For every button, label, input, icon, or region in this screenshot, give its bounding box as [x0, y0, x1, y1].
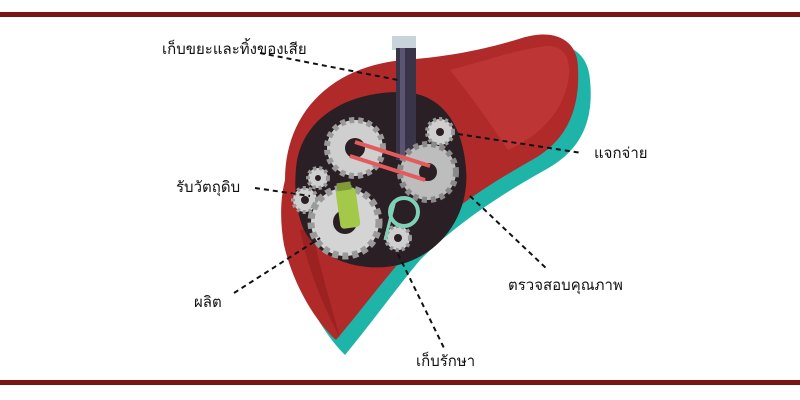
- label-inspect-quality: ตรวจสอบคุณภาพ: [508, 276, 623, 294]
- label-collect-waste: เก็บขยะและทิ้งของเสีย: [162, 40, 307, 58]
- liver-highlight: [450, 46, 570, 150]
- green-belt: [383, 199, 397, 241]
- leader-lines: [233, 52, 583, 349]
- leader-receive: [254, 187, 311, 197]
- gear-top-right: [425, 117, 455, 147]
- gear-left-small: [306, 166, 330, 190]
- label-produce: ผลิต: [194, 293, 222, 311]
- waste-pipe: [396, 48, 416, 160]
- label-store: เก็บรักษา: [416, 352, 476, 370]
- gear-green-ring: [388, 196, 420, 228]
- leader-produce: [233, 237, 321, 294]
- leader-collect: [259, 52, 399, 81]
- red-belt-top: [354, 140, 431, 168]
- label-distribute: แจกจ่าย: [594, 144, 648, 162]
- label-receive-materials: รับวัตถุดิบ: [176, 178, 241, 196]
- top-frame-rule: [0, 12, 800, 17]
- bottom-frame-rule: [0, 380, 800, 385]
- leader-distribute: [457, 133, 583, 154]
- red-belt-bottom: [349, 154, 426, 182]
- liver-lobe-shade: [300, 228, 340, 338]
- piston: [335, 187, 361, 229]
- gear-left-mid: [291, 186, 319, 214]
- gear-center-right: [397, 141, 459, 203]
- waste-pipe-cap: [392, 36, 416, 50]
- gear-bottom-center: [384, 224, 412, 252]
